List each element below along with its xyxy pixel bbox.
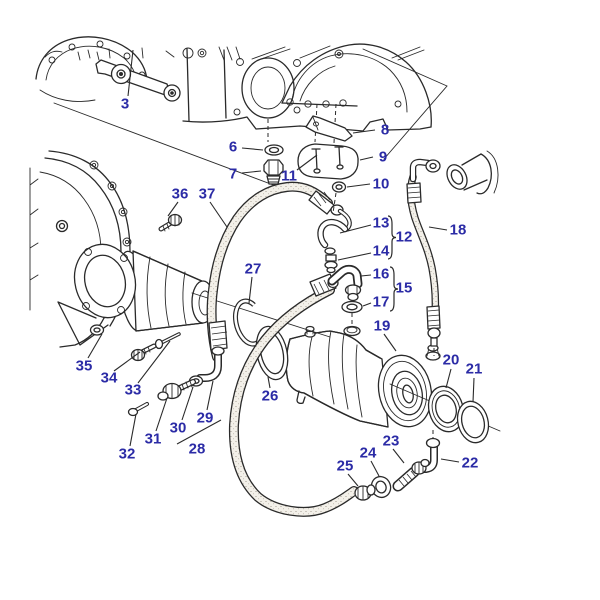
drive-tube-art [73,119,269,332]
callout-36: 36 [172,186,189,203]
leader-line-27 [248,276,253,304]
callout-16: 16 [373,266,390,283]
leader-line-28 [176,419,222,445]
leader-line-31 [155,397,168,432]
leader-line-33 [137,340,171,384]
callout-29: 29 [197,410,214,427]
leader-line-17 [362,302,372,307]
leader-line-13 [339,224,372,234]
callout-35: 35 [76,358,93,375]
callout-37: 37 [199,186,216,203]
group-braces [387,215,399,312]
leader-lines [87,49,475,487]
callout-26: 26 [262,388,279,405]
leader-line-34 [113,351,141,372]
elbow-chain-art [317,208,363,324]
callout-24: 24 [360,445,377,462]
callout-12: 12 [396,229,413,246]
callout-33: 33 [125,382,142,399]
callout-22: 22 [462,455,479,472]
leader-line-19 [383,333,397,352]
leader-line-14 [337,252,372,261]
callout-23: 23 [383,433,400,450]
hose-28-art [228,273,359,517]
callout-28: 28 [189,441,206,458]
leader-line-25 [347,473,359,487]
leader-line-22 [440,458,460,463]
callout-15: 15 [396,280,413,297]
leader-line-18 [428,226,448,231]
callout-7: 7 [229,166,237,183]
leader-line-21 [472,377,475,403]
leader-line-23 [392,448,405,464]
callout-3: 3 [121,96,129,113]
hose-37-art [206,181,344,362]
leader-line-9 [359,156,374,161]
engine-block-art [35,36,448,187]
leader-line-36 [167,201,179,217]
callout-18: 18 [450,222,467,239]
brace-12 [387,215,397,260]
leader-line-24 [370,460,380,477]
leader-line-3 [127,49,134,97]
callout-labels: 3678910111213141516171819202122232425262… [76,96,483,475]
callout-17: 17 [373,294,390,311]
callout-31: 31 [145,431,162,448]
leader-line-8 [352,129,376,134]
callout-27: 27 [245,261,262,278]
callout-19: 19 [374,318,391,335]
leader-line-11 [296,154,318,171]
leader-line-29 [206,380,214,411]
callout-10: 10 [373,176,390,193]
callout-34: 34 [101,370,118,387]
leader-line-37 [209,201,228,228]
leader-line-16 [360,274,372,277]
callout-32: 32 [119,446,136,463]
callout-20: 20 [443,352,460,369]
leader-line-20 [445,368,452,389]
gasket-group-art [263,103,359,214]
leader-line-32 [129,413,137,447]
callout-25: 25 [337,458,354,475]
bottom-fittings-art [354,430,441,501]
hose-18-art [406,150,499,356]
leader-line-35 [87,333,103,359]
leader-line-6 [241,147,264,151]
callout-11: 11 [281,168,297,185]
callout-30: 30 [170,420,187,437]
left-fittings-art [127,213,225,417]
callout-8: 8 [381,122,389,139]
callout-14: 14 [373,243,390,260]
brace-15 [389,266,399,312]
leader-line-26 [267,376,271,389]
callout-9: 9 [379,149,387,166]
leader-line-30 [181,386,194,421]
callout-6: 6 [229,139,237,156]
leader-line-10 [346,183,371,188]
callout-13: 13 [373,215,390,232]
leader-line-7 [241,170,262,174]
callout-21: 21 [466,361,483,378]
lift-cylinder-art [191,292,501,432]
